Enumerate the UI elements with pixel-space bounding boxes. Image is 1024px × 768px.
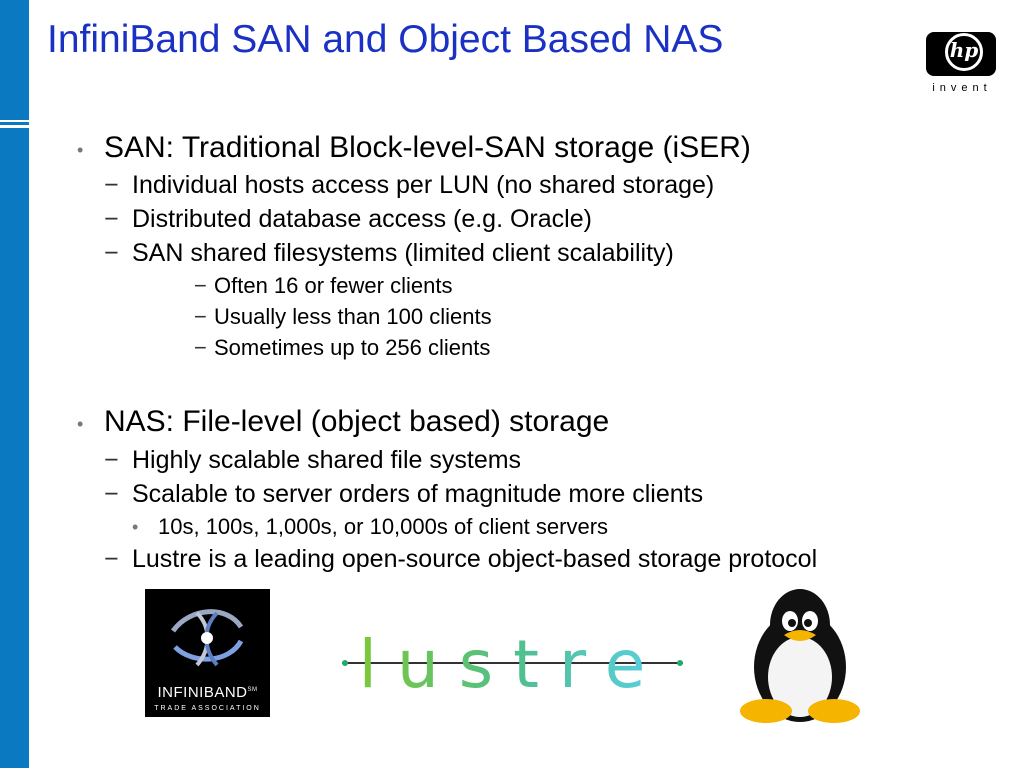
dash-marker: − <box>104 446 119 474</box>
dash-marker: − <box>104 239 119 267</box>
san-subitem: Sometimes up to 256 clients <box>214 335 491 360</box>
bullet-dot: • <box>77 414 84 434</box>
san-item: Individual hosts access per LUN (no shar… <box>132 171 715 199</box>
infiniband-swirl-icon <box>170 609 244 667</box>
dash-marker: − <box>104 545 119 573</box>
hp-logo-letters: hp <box>949 38 979 62</box>
san-item: SAN shared filesystems (limited client s… <box>132 239 674 267</box>
nas-item: Highly scalable shared file systems <box>132 446 522 474</box>
dash-marker: − <box>104 205 119 233</box>
lustre-logo: lustre <box>342 626 683 695</box>
dash-marker: − <box>104 480 119 508</box>
side-bar-divider <box>0 122 29 125</box>
san-subitem: Often 16 or fewer clients <box>214 273 453 298</box>
slide-title: InfiniBand SAN and Object Based NAS <box>47 18 724 61</box>
dash-marker: − <box>194 304 207 329</box>
hp-logo-tagline: invent <box>932 82 992 94</box>
side-bar-top <box>0 0 29 120</box>
bullet-dot: • <box>77 140 84 160</box>
infiniband-wordmark: INFINIBANDSM <box>157 684 258 701</box>
dash-marker: − <box>104 171 119 199</box>
dash-marker: − <box>194 335 207 360</box>
infiniband-logo: INFINIBANDSM TRADE ASSOCIATION <box>145 589 270 717</box>
dash-marker: − <box>194 273 207 298</box>
infiniband-subtitle: TRADE ASSOCIATION <box>154 705 261 712</box>
tux-penguin-icon <box>740 589 860 723</box>
bullet-dot: • <box>132 517 139 537</box>
hp-logo-circle <box>945 33 983 71</box>
san-subitem: Usually less than 100 clients <box>214 304 492 329</box>
nas-subitem: 10s, 100s, 1,000s, or 10,000s of client … <box>158 514 609 539</box>
san-item: Distributed database access (e.g. Oracle… <box>132 205 592 233</box>
nas-item: Lustre is a leading open-source object-b… <box>132 545 818 573</box>
nas-heading: NAS: File-level (object based) storage <box>104 405 610 438</box>
lustre-wordmark: lustre <box>359 626 666 695</box>
hp-invent-logo: hp invent <box>923 28 997 96</box>
hp-logo-box: hp <box>926 32 996 76</box>
side-bar-bottom <box>0 128 29 768</box>
san-heading: SAN: Traditional Block-level-SAN storage… <box>104 131 751 164</box>
nas-item: Scalable to server orders of magnitude m… <box>132 480 704 508</box>
